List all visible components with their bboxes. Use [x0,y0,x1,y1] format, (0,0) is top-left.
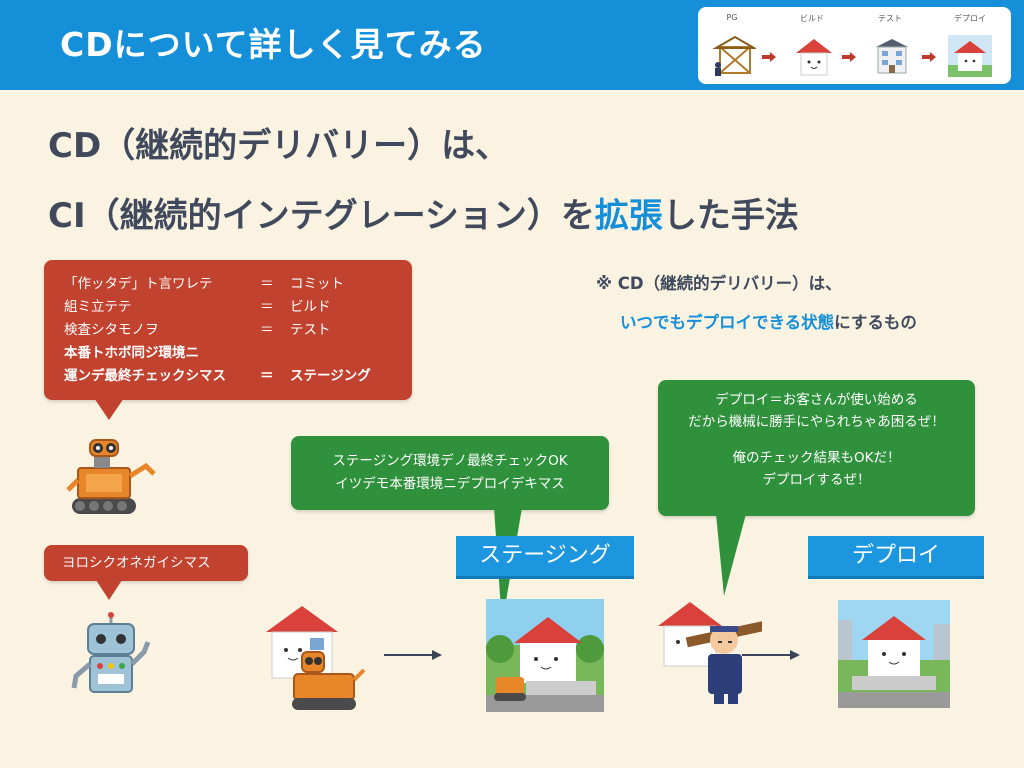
worker-with-house-illustration [652,596,762,706]
orange-robot [64,436,160,518]
note-line1: ※ CD（継続的デリバリー）は、 [596,270,842,294]
staging-speech-line2: イツデモ本番環境ニデプロイデキマス [291,473,609,495]
deployed-house-icon [948,35,992,77]
headline-line1: CD（継続的デリバリー）は、 [48,118,509,167]
header-bar: CDについて詳しく見てみる PG ビルド テスト デプロイ [0,0,1024,90]
mapping-result: ステージング [290,364,371,384]
mapping-term: 「作ッタデ」ト言ワレテ [64,272,213,292]
worker-speech-line3: 俺のチェック結果もOKだ！ [658,447,975,469]
arrow-right-icon [384,648,442,662]
worker-speech-line1: デプロイ＝お客さんが使い始める [658,389,975,411]
speech-tail [716,514,746,596]
worker-speech-line4: デプロイするぜ！ [658,469,975,491]
house-with-robot-illustration [258,600,370,712]
mapping-term: 本番トホボ同ジ環境ニ [64,341,199,361]
flow-arrow-icon [842,52,856,62]
building-icon [870,35,914,77]
staging-label: ステージング [456,536,634,579]
pipeline-flow-card: PG ビルド テスト デプロイ [698,7,1011,84]
mapping-term: 検査シタモノヲ [64,318,159,338]
flow-label-deploy: デプロイ [940,13,1000,24]
headline-line2-end: した手法 [663,196,799,236]
mapping-result: コミット [290,272,344,292]
staging-speech-line1: ステージング環境デノ最終チェックOK [291,449,609,473]
staging-speech-bubble: ステージング環境デノ最終チェックOK イツデモ本番環境ニデプロイデキマス [291,436,609,510]
house-frame-icon [712,35,756,77]
speech-tail [94,398,124,420]
note-accent: いつでもデプロイできる状態 [620,313,834,332]
flow-arrow-icon [762,52,776,62]
robot2-speech-bubble: ヨロシクオネガイシマス [44,545,248,581]
mapping-equals: ＝ [260,364,274,384]
flow-label-build: ビルド [782,13,842,24]
robot-speech-bubble: 「作ッタデ」ト言ワレテ ＝ コミット 組ミ立テテ ＝ ビルド 検査シタモノヲ ＝… [44,260,412,400]
blue-robot [68,612,154,698]
mapping-term: 組ミ立テテ [64,295,132,315]
note-line2: いつでもデプロイできる状態にするもの [620,309,917,333]
mapping-equals: ＝ [260,318,274,338]
cute-house-icon [792,35,836,77]
worker-speech-bubble: デプロイ＝お客さんが使い始める だから機械に勝手にやられちゃあ困るぜ！ 俺のチェ… [658,380,975,516]
page-title: CDについて詳しく見てみる [60,18,487,66]
speech-tail [96,580,122,600]
flow-label-test: テスト [860,13,920,24]
headline-accent: 拡張 [595,196,663,236]
headline-line2-start: CI（継続的インテグレーション）を [48,196,595,236]
note-line2-end: にするもの [834,313,917,332]
mapping-result: テスト [290,318,331,338]
deploy-label: デプロイ [808,536,984,579]
headline-line2: CI（継続的インテグレーション）を拡張した手法 [48,188,799,237]
flow-arrow-icon [922,52,936,62]
worker-speech-line2: だから機械に勝手にやられちゃあ困るぜ！ [658,411,975,433]
mapping-term: 運ンデ最終チェックシマス [64,364,226,384]
mapping-equals: ＝ [260,272,274,292]
production-environment-picture [838,600,950,708]
staging-environment-picture [486,599,604,712]
mapping-equals: ＝ [260,295,274,315]
mapping-result: ビルド [290,295,331,315]
flow-label-pg: PG [702,13,762,22]
